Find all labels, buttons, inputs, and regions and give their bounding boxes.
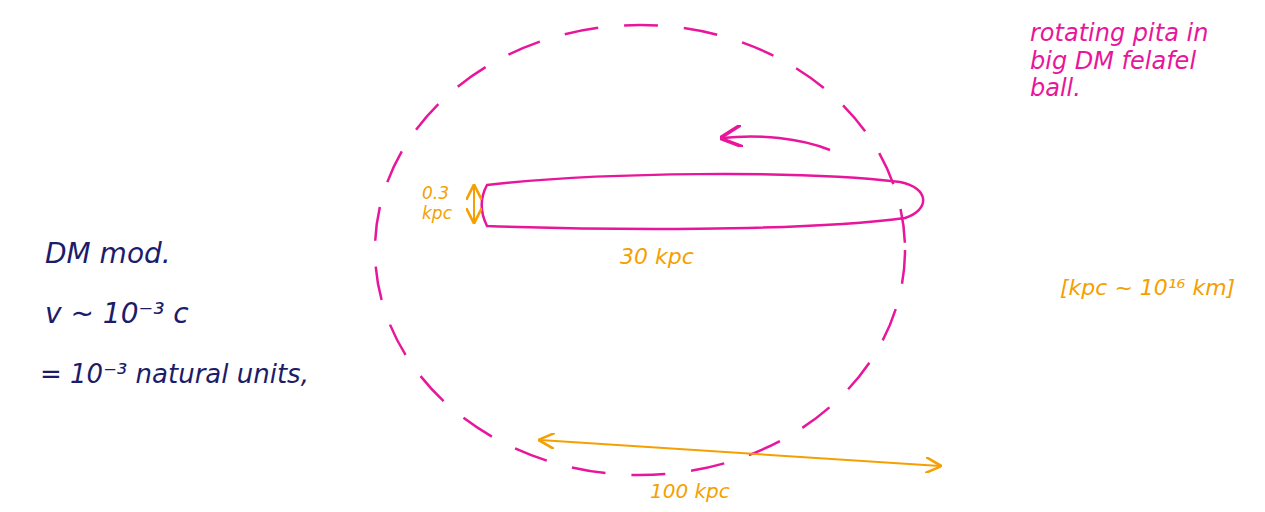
dimension-label: 0.3 kpc <box>422 184 470 223</box>
velocity-note: v ~ 10⁻³ c <box>45 298 189 330</box>
halo-size-arrow <box>540 440 940 466</box>
galaxy-disk <box>482 174 923 229</box>
conversion-note: [kpc ~ 10¹⁶ km] <box>1060 275 1235 300</box>
dimension-label: 100 kpc <box>650 480 730 503</box>
units-note: = 10⁻³ natural units, <box>40 360 309 390</box>
thickness-arrow <box>473 186 475 222</box>
dimension-label: 30 kpc <box>620 244 694 269</box>
dm-halo <box>375 25 905 475</box>
note-text: DM mod. <box>45 238 171 270</box>
annotation-text: rotating pita in big DM felafel ball. <box>1030 20 1230 103</box>
rotation-arrow <box>722 137 830 151</box>
